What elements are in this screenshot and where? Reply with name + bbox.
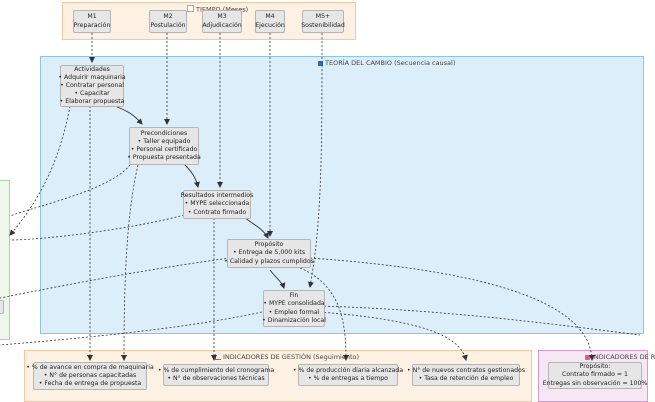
edge-proposito-left xyxy=(0,257,231,299)
node-item: Capacitar xyxy=(74,90,110,98)
indicator-title: Propósito: xyxy=(579,363,611,371)
indicator-item: N° de personas capacitadas xyxy=(44,372,136,380)
calendar-icon xyxy=(187,5,194,12)
indicator-item: % de cumplimiento del cronograma xyxy=(158,367,274,375)
node-item: Personal certificado xyxy=(131,146,197,154)
month-name: Adjudicación xyxy=(202,21,242,29)
edge-intermedios-left xyxy=(9,213,189,241)
indicator-gestion-3[interactable]: % de producción diaria alcanzada % de en… xyxy=(298,364,403,386)
edge-m5-fin xyxy=(307,32,323,288)
node-item: Taller equipado xyxy=(138,138,190,146)
indicator-gestion-4[interactable]: N° de nuevos contratos gestionados Tasa … xyxy=(412,364,525,386)
month-code: M1 xyxy=(87,13,97,21)
indicator-line: Contrato firmado = 1 xyxy=(562,371,628,379)
indicator-line: Entregas sin observación = 100% xyxy=(542,379,648,387)
month-name: Ejecución xyxy=(255,21,285,29)
month-code: M4 xyxy=(265,13,275,21)
month-m1[interactable]: M1 Preparación xyxy=(73,10,111,33)
edge-proposito-resultado xyxy=(309,257,595,361)
node-item: Elaborar propuesta xyxy=(60,98,124,106)
node-proposito[interactable]: Propósito Entrega de 5,000 kits Calidad … xyxy=(224,239,314,268)
node-item: Dinamización local xyxy=(262,317,326,325)
node-item: Entrega de 5,000 kits xyxy=(233,249,306,257)
left-green-cluster xyxy=(0,180,10,340)
month-m3[interactable]: M3 Adjudicación xyxy=(202,10,242,33)
edge-actividades-precondiciones xyxy=(114,105,143,125)
edge-proposito-fin xyxy=(269,269,286,289)
month-name: Preparación xyxy=(73,21,111,29)
node-item: Contratar personal xyxy=(60,82,124,90)
node-fin[interactable]: Fin MYPE consolidada Empleo formal Dinam… xyxy=(262,290,326,327)
month-code: M3 xyxy=(217,13,227,21)
node-item: Calidad y plazos cumplidos xyxy=(224,258,314,266)
node-title: Actividades xyxy=(74,65,110,73)
indicator-item: % de avance en compra de maquinaria xyxy=(26,364,154,372)
chart-icon xyxy=(318,60,323,66)
node-resultados-intermedios[interactable]: Resultados intermedios MYPE seleccionada… xyxy=(180,190,254,219)
target-icon xyxy=(585,354,590,360)
teoria-cluster: TEORÍA DEL CAMBIO (Secuencia causal) xyxy=(40,56,644,334)
month-m2[interactable]: M2 Postulación xyxy=(149,10,187,33)
node-title: Fin xyxy=(289,292,299,300)
indicator-resultado-1[interactable]: Propósito: Contrato firmado = 1 Entregas… xyxy=(543,362,647,389)
node-item: Empleo formal xyxy=(269,309,319,317)
resultado-cluster-label: INDICADORES DE R xyxy=(585,353,655,361)
node-item: Propuesta presentada xyxy=(127,154,201,162)
node-title: Propósito xyxy=(254,241,284,249)
node-precondiciones[interactable]: Precondiciones Taller equipado Personal … xyxy=(127,127,201,165)
indicator-item: Tasa de retención de empleo xyxy=(419,375,513,383)
node-left-partial[interactable] xyxy=(0,300,4,314)
indicator-gestion-1[interactable]: % de avance en compra de maquinaria N° d… xyxy=(32,362,154,390)
node-title: Resultados intermedios xyxy=(180,192,254,200)
node-item: MYPE seleccionada xyxy=(185,200,249,208)
month-name: Postulación xyxy=(150,21,186,29)
month-code: M2 xyxy=(163,13,173,21)
month-m5[interactable]: M5+ Sostenibilidad xyxy=(301,10,345,33)
edge-proposito-ind3 xyxy=(299,267,349,361)
node-title: Precondiciones xyxy=(140,129,188,137)
indicator-gestion-2[interactable]: % de cumplimiento del cronograma N° de o… xyxy=(163,364,274,386)
indicator-item: Fecha de entrega de propuesta xyxy=(39,380,141,388)
month-m4[interactable]: M4 Ejecución xyxy=(255,10,285,33)
node-item: Adquirir maquinaria xyxy=(58,74,126,82)
teoria-cluster-label: TEORÍA DEL CAMBIO (Secuencia causal) xyxy=(318,59,455,67)
edge-actividades-left xyxy=(9,105,71,236)
indicator-item: N° de nuevos contratos gestionados xyxy=(407,367,526,375)
edge-precondiciones-intermedios xyxy=(184,164,200,188)
node-actividades[interactable]: Actividades Adquirir maquinaria Contrata… xyxy=(58,65,126,107)
edge-fin-ind4 xyxy=(319,311,468,361)
month-code: M5+ xyxy=(315,13,331,21)
node-item: MYPE consolidada xyxy=(263,300,325,308)
edge-intermedios-proposito xyxy=(244,217,269,239)
edge-fin-right xyxy=(319,305,641,336)
tiempo-cluster-label: TIEMPO (Meses) xyxy=(187,5,248,14)
edge-precondiciones-left xyxy=(9,164,131,217)
indicator-item: N° de observaciones técnicas xyxy=(167,375,265,383)
indicator-item: % de entregas a tiempo xyxy=(308,375,388,383)
edge-precondiciones-ind1 xyxy=(121,164,139,361)
edges-layer xyxy=(0,32,641,361)
indicator-item: % de producción diaria alcanzada xyxy=(293,367,404,375)
month-name: Sostenibilidad xyxy=(301,21,345,29)
node-item: Contrato firmado xyxy=(188,209,246,217)
edge-fin-left xyxy=(0,311,263,346)
